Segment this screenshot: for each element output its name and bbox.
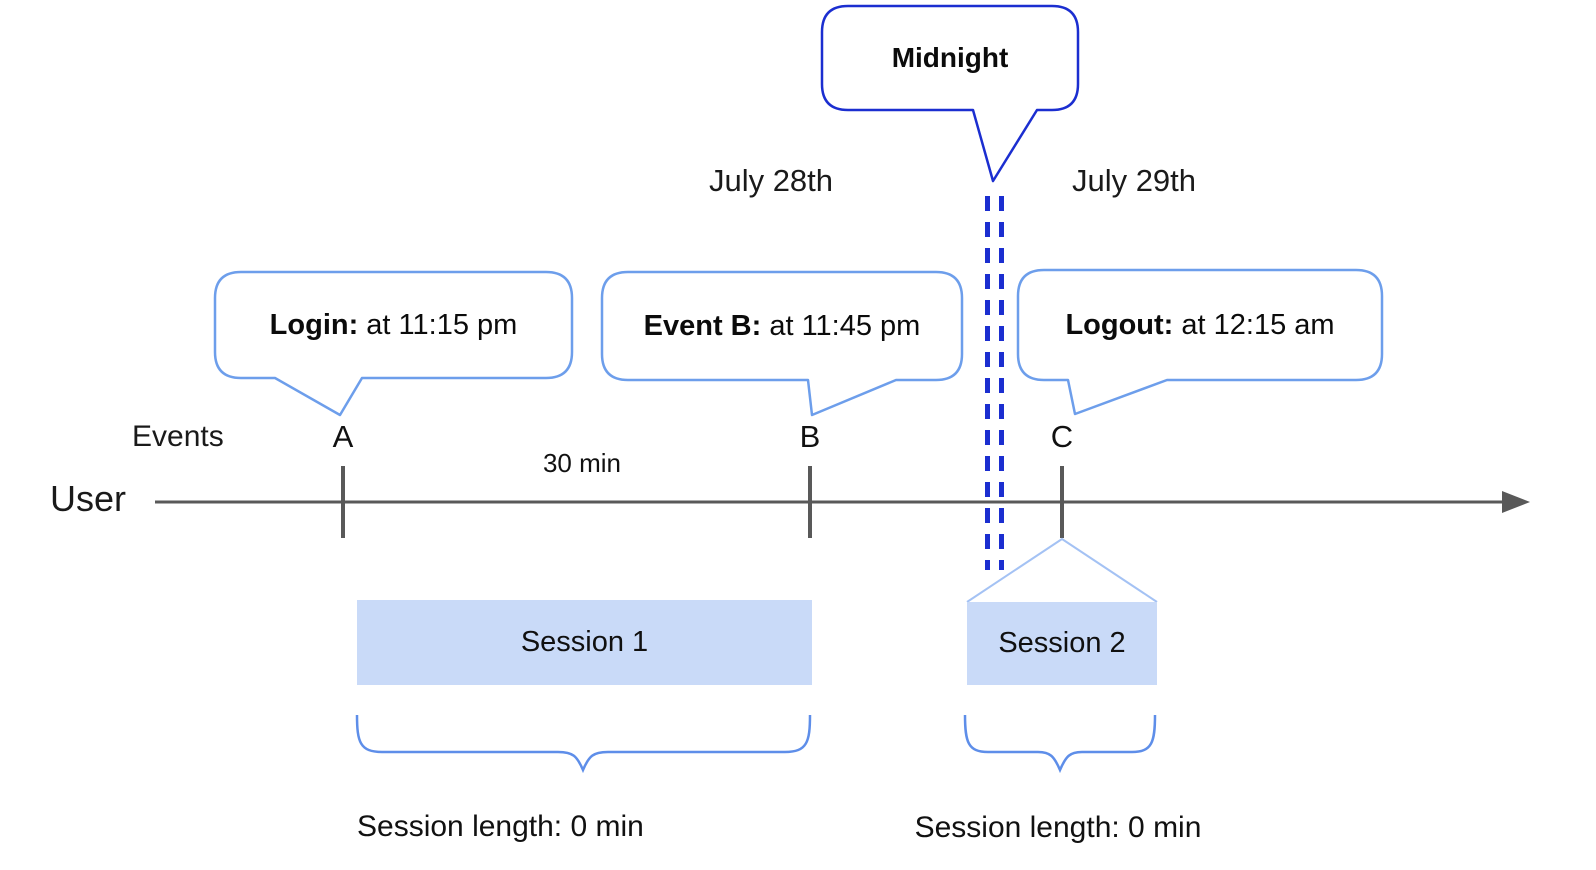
session1-length-label: Session length: 0 min: [357, 810, 644, 843]
interval-30min-label: 30 min: [542, 447, 622, 478]
midnight-callout-bubble: [820, 4, 1080, 183]
event-mark-b: B: [799, 419, 821, 454]
login-callout-bubble: [213, 270, 574, 417]
timeline-arrowhead-icon: [1502, 491, 1530, 513]
session2-length-label: Session length: 0 min: [914, 811, 1202, 844]
date-label-july-28: July 28th: [708, 163, 834, 198]
login-callout-text: Login: at 11:15 pm: [215, 272, 572, 378]
user-axis-label: User: [50, 478, 127, 519]
session1-length-brace: [355, 714, 812, 774]
event-b-callout-text: Event B: at 11:45 pm: [602, 272, 962, 380]
event-b-callout-bubble: [600, 270, 964, 417]
event-mark-c: C: [1050, 419, 1074, 454]
session2-box: Session 2: [967, 602, 1157, 685]
logout-callout-bubble: [1016, 268, 1384, 416]
session1-box: Session 1: [357, 600, 812, 685]
event-mark-a: A: [332, 419, 354, 454]
event-b-time: at 11:45 pm: [761, 309, 921, 342]
logout-time: at 12:15 am: [1173, 308, 1335, 341]
date-label-july-29: July 29th: [1071, 163, 1197, 198]
event-b-label: Event B:: [643, 309, 762, 342]
logout-callout-text: Logout: at 12:15 am: [1018, 270, 1382, 380]
login-time: at 11:15 pm: [358, 308, 518, 341]
events-axis-label: Events: [132, 420, 224, 453]
session2-length-brace: [963, 714, 1157, 774]
login-label: Login:: [269, 308, 359, 341]
session2-connector-lines: [966, 537, 1158, 603]
midnight-label: Midnight: [891, 42, 1009, 73]
logout-label: Logout:: [1065, 308, 1174, 341]
